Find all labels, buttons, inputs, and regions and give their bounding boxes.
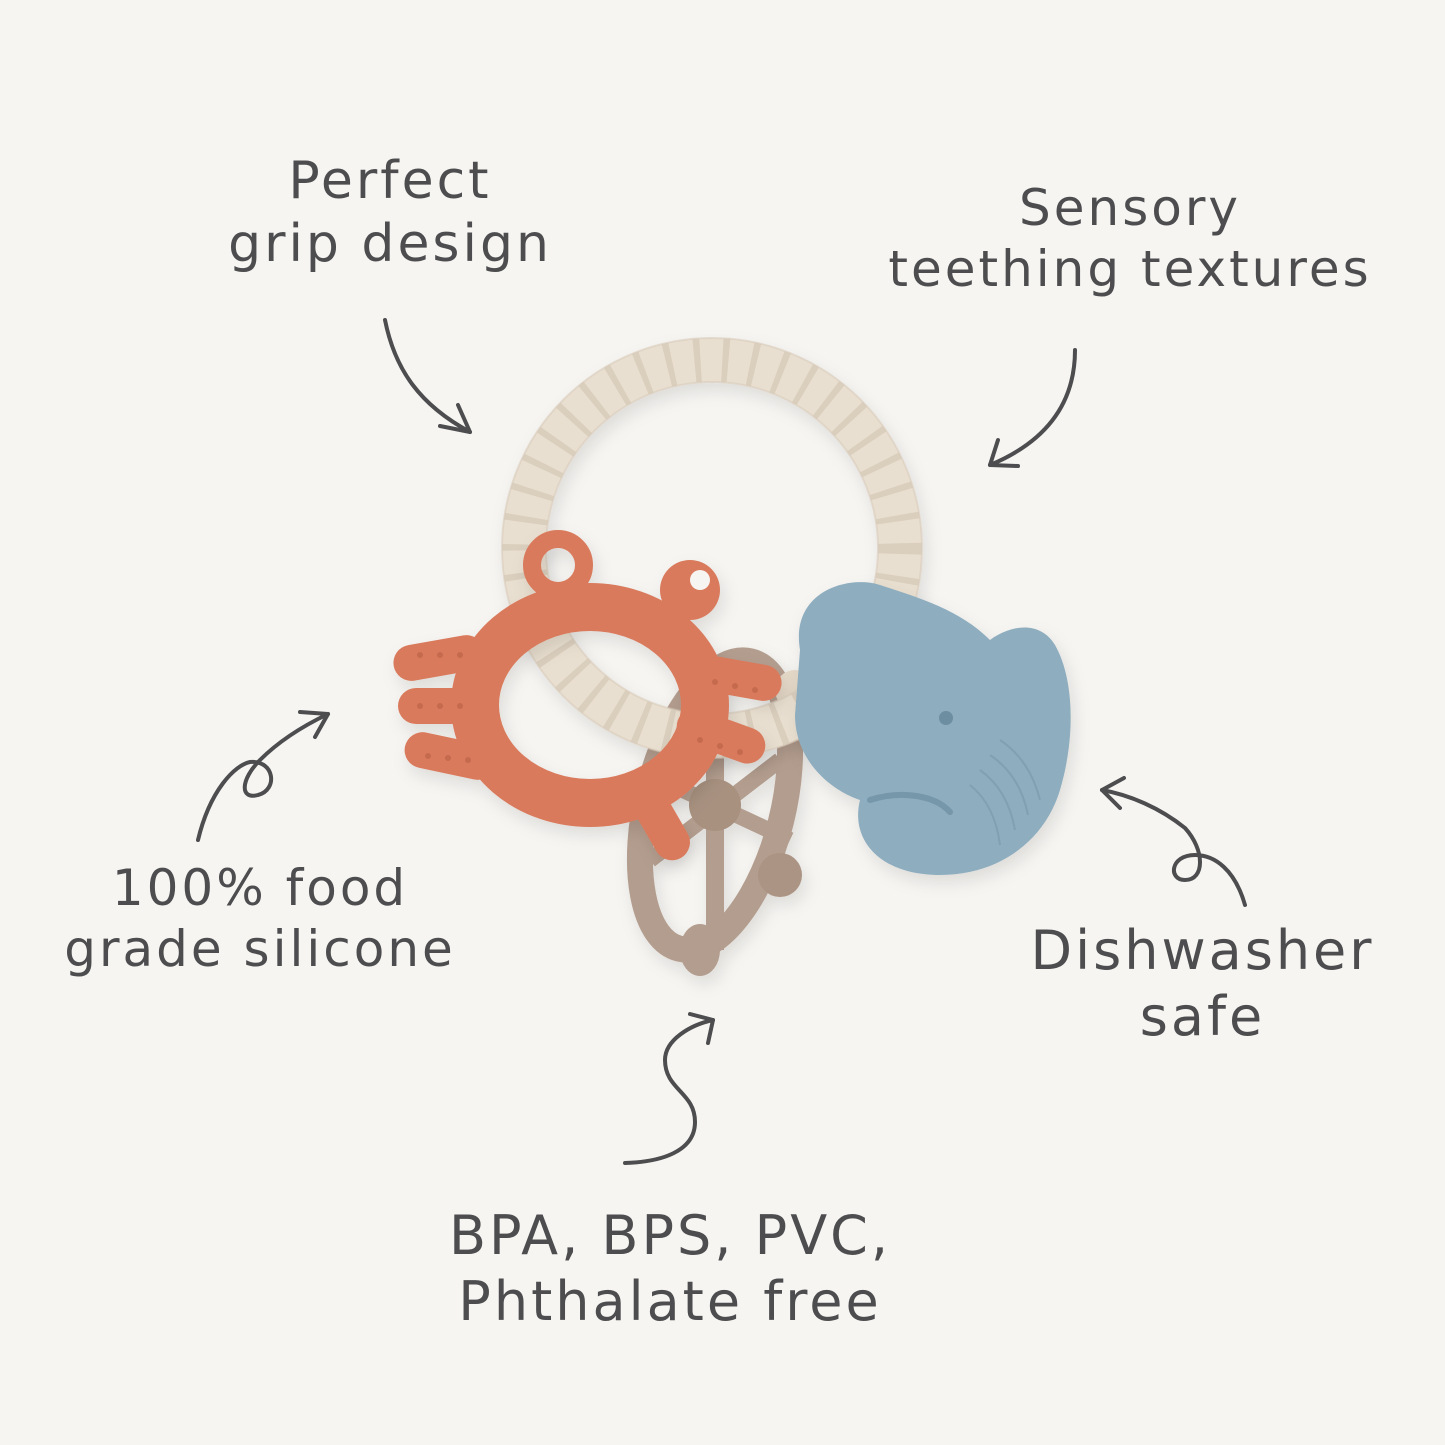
- callout-food-line-1: 100% food: [111, 859, 409, 917]
- callout-free-line-2: Phthalate free: [458, 1269, 882, 1333]
- callout-grip-line-1: Perfect: [288, 151, 492, 211]
- hand-drawn-arrow-icon: [196, 318, 1247, 1165]
- callout-food-grade: 100% food grade silicone: [40, 858, 480, 980]
- callout-sensory-textures: Sensory teething textures: [860, 178, 1400, 300]
- callout-grip-line-2: grip design: [228, 214, 552, 275]
- callout-grip-design: Perfect grip design: [215, 150, 565, 277]
- callout-dishwasher-line-2: safe: [1139, 984, 1266, 1048]
- callout-dishwasher-line-1: Dishwasher: [1030, 919, 1375, 982]
- callout-sensory-line-1: Sensory: [1019, 179, 1241, 237]
- callout-sensory-line-2: teething textures: [888, 240, 1372, 298]
- whale-teether: [795, 582, 1071, 875]
- callout-dishwasher-safe: Dishwasher safe: [1010, 918, 1395, 1050]
- crab-teether: [393, 530, 782, 861]
- callout-chemical-free: BPA, BPS, PVC, Phthalate free: [410, 1203, 930, 1335]
- callout-free-line-1: BPA, BPS, PVC,: [448, 1204, 892, 1267]
- callout-food-line-2: grade silicone: [64, 920, 456, 978]
